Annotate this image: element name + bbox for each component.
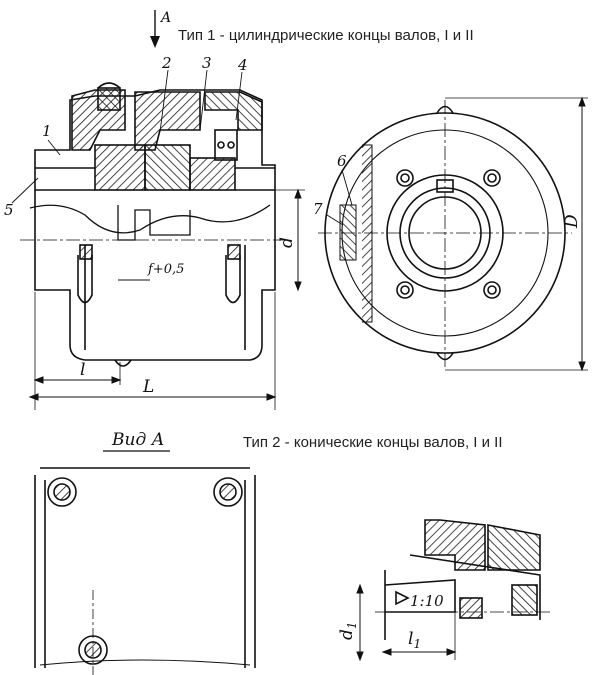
view-a <box>34 467 256 675</box>
part-number-6: 6 <box>337 152 347 170</box>
dim-l1-main: l <box>408 629 413 649</box>
view-arrow-a: A <box>150 10 171 48</box>
part-number-5: 5 <box>4 201 14 219</box>
type2-dimensions <box>356 583 457 662</box>
dim-d1-sub: 1 <box>345 621 359 629</box>
view-arrow-letter: A <box>159 10 171 26</box>
section-view <box>20 82 290 367</box>
end-view-dimension <box>445 96 588 372</box>
dim-d-label: d <box>277 237 297 248</box>
part-number-1: 1 <box>42 122 52 140</box>
taper-label: 1:10 <box>410 592 444 610</box>
part-number-2: 2 <box>161 54 172 72</box>
type2-detail <box>375 519 550 640</box>
section-dimensions <box>28 188 305 410</box>
part-callouts <box>11 69 353 226</box>
dim-l1-sub: 1 <box>413 637 421 651</box>
dim-d1-label: d1 <box>337 621 359 640</box>
part-number-4: 4 <box>237 56 248 74</box>
caption-type2: Тип 2 - конические концы валов, I и II <box>243 434 503 451</box>
dim-gap-label: f+0,5 <box>147 262 184 277</box>
dim-l1-label: l1 <box>408 629 421 651</box>
part-number-3: 3 <box>202 54 212 72</box>
caption-type1: Тип 1 - цилиндрические концы валов, I и … <box>178 27 474 44</box>
dim-D-label: D <box>562 214 582 229</box>
view-a-label: Вид А <box>111 430 165 450</box>
dim-d1-main: d <box>337 629 357 640</box>
end-view <box>318 100 572 370</box>
dim-L-label: L <box>142 377 154 397</box>
dim-l-label: l <box>80 360 85 380</box>
part-number-7: 7 <box>313 200 323 218</box>
